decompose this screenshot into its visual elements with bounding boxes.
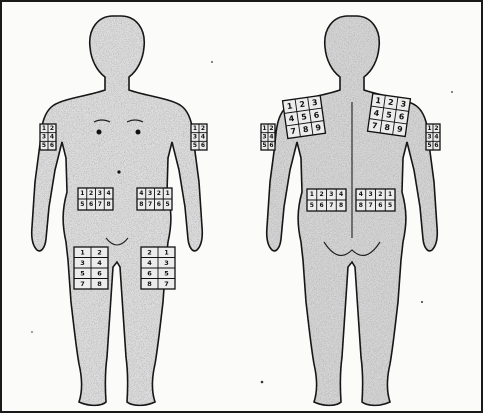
back-lower-right-grid-site-number: 7	[369, 202, 373, 209]
back-arm-right-grid-site-number: 6	[434, 142, 438, 149]
back-arm-left-grid-site-number: 6	[269, 142, 273, 149]
back-arm-right-grid: 123456	[426, 124, 440, 150]
front-abdomen-left-grid-site-number: 8	[107, 201, 111, 208]
front-thigh-right-grid-site-number: 6	[147, 269, 152, 277]
back-lower-left-grid-site-number: 1	[310, 191, 314, 198]
back-arm-right-grid-site-number: 5	[427, 142, 431, 149]
back-arm-left-grid-site-number: 1	[262, 125, 266, 132]
front-arm-right-grid-site-number: 5	[193, 142, 197, 149]
front-thigh-right-grid-site-number: 5	[164, 269, 169, 277]
back-arm-left-grid-site-number: 5	[262, 142, 266, 149]
front-abdomen-right-grid-site-number: 6	[157, 201, 161, 208]
back-arm-right-grid-site-number: 1	[427, 125, 431, 132]
back-lower-right-grid-site-number: 4	[359, 191, 363, 198]
front-arm-left-grid-site-number: 1	[42, 125, 46, 132]
front-abdomen-left-grid-site-number: 6	[89, 201, 93, 208]
back-arm-left-grid-site-number: 4	[269, 134, 273, 141]
back-body-figure	[267, 16, 438, 405]
front-abdomen-right-grid-site-number: 4	[139, 190, 143, 197]
front-abdomen-left-grid-site-number: 7	[98, 201, 102, 208]
front-arm-left-grid-site-number: 3	[42, 134, 46, 141]
back-lower-right-grid-site-number: 8	[359, 202, 363, 209]
front-thigh-left-grid-site-number: 5	[80, 269, 85, 277]
front-thigh-left-grid-site-number: 7	[80, 280, 85, 288]
back-lower-right-grid-site-number: 1	[388, 191, 392, 198]
front-thigh-right-grid: 2 1 4 3 6 5 8 7	[141, 247, 175, 289]
front-arm-right-grid-site-number: 1	[193, 125, 197, 132]
back-lower-left-grid-site-number: 2	[320, 191, 324, 198]
front-thigh-left-grid: 1 2 3 4 5 6 7 8	[74, 247, 108, 289]
back-lower-left-grid-site-number: 6	[320, 202, 324, 209]
front-abdomen-left-grid-site-number: 5	[80, 201, 84, 208]
front-abdomen-right-grid-site-number: 5	[166, 201, 170, 208]
back-lower-right-grid-site-number: 3	[369, 191, 373, 198]
front-thigh-left-grid-site-number: 1	[80, 248, 85, 256]
front-abdomen-left-grid-site-number: 4	[107, 190, 111, 197]
back-lower-left-grid-site-number: 3	[329, 191, 333, 198]
back-arm-right-grid-site-number: 3	[427, 134, 431, 141]
front-nipple-right	[136, 130, 141, 135]
front-thigh-left-grid-site-number: 6	[97, 269, 102, 277]
front-thigh-right-grid-site-number: 1	[164, 248, 169, 256]
front-abdomen-right-grid-site-number: 8	[139, 201, 143, 208]
front-arm-left-grid-site-number: 5	[42, 142, 46, 149]
front-thigh-right-grid-site-number: 4	[147, 259, 152, 267]
front-abdomen-left-grid: 1234 5678	[78, 188, 113, 210]
front-arm-right-grid-site-number: 6	[201, 142, 205, 149]
front-abdomen-right-grid-site-number: 3	[148, 190, 152, 197]
front-abdomen-left-grid-site-number: 2	[89, 190, 93, 197]
front-thigh-right-grid-site-number: 3	[164, 259, 169, 267]
back-lower-right-grid-site-number: 2	[378, 191, 382, 198]
back-lower-right-grid-site-number: 5	[388, 202, 392, 209]
back-lower-left-grid-site-number: 8	[339, 202, 343, 209]
front-thigh-left-grid-site-number: 3	[80, 259, 85, 267]
front-thigh-right-grid-site-number: 7	[164, 280, 169, 288]
front-arm-right-grid-site-number: 3	[193, 134, 197, 141]
back-lower-left-grid-site-number: 5	[310, 202, 314, 209]
back-arm-right-grid-site-number: 2	[434, 125, 438, 132]
front-arm-right-grid-site-number: 2	[201, 125, 205, 132]
front-thigh-left-grid-site-number: 2	[97, 248, 102, 256]
front-thigh-left-grid-site-number: 4	[97, 259, 102, 267]
back-lower-left-grid-site-number: 4	[339, 191, 343, 198]
back-arm-right-grid-site-number: 4	[434, 134, 438, 141]
front-arm-right-grid-site-number: 4	[201, 134, 205, 141]
front-abdomen-left-grid-site-number: 3	[98, 190, 102, 197]
front-abdomen-right-grid-site-number: 2	[157, 190, 161, 197]
front-arm-left-grid-site-number: 2	[50, 125, 54, 132]
front-body-figure	[32, 16, 203, 405]
front-abdomen-right-grid-site-number: 1	[166, 190, 170, 197]
front-nipple-left	[97, 130, 102, 135]
front-thigh-right-grid-site-number: 8	[147, 280, 152, 288]
back-lower-left-grid-site-number: 7	[329, 202, 333, 209]
front-arm-left-grid-site-number: 4	[50, 134, 54, 141]
back-arm-left-grid-site-number: 3	[262, 134, 266, 141]
front-abdomen-left-grid-site-number: 1	[80, 190, 84, 197]
front-abdomen-right-grid-site-number: 7	[148, 201, 152, 208]
front-arm-left-grid-site-number: 6	[50, 142, 54, 149]
front-thigh-left-grid-site-number: 8	[97, 280, 102, 288]
back-lower-right-grid-site-number: 6	[378, 202, 382, 209]
back-arm-left-grid-site-number: 2	[269, 125, 273, 132]
front-thigh-right-grid-site-number: 2	[147, 248, 152, 256]
